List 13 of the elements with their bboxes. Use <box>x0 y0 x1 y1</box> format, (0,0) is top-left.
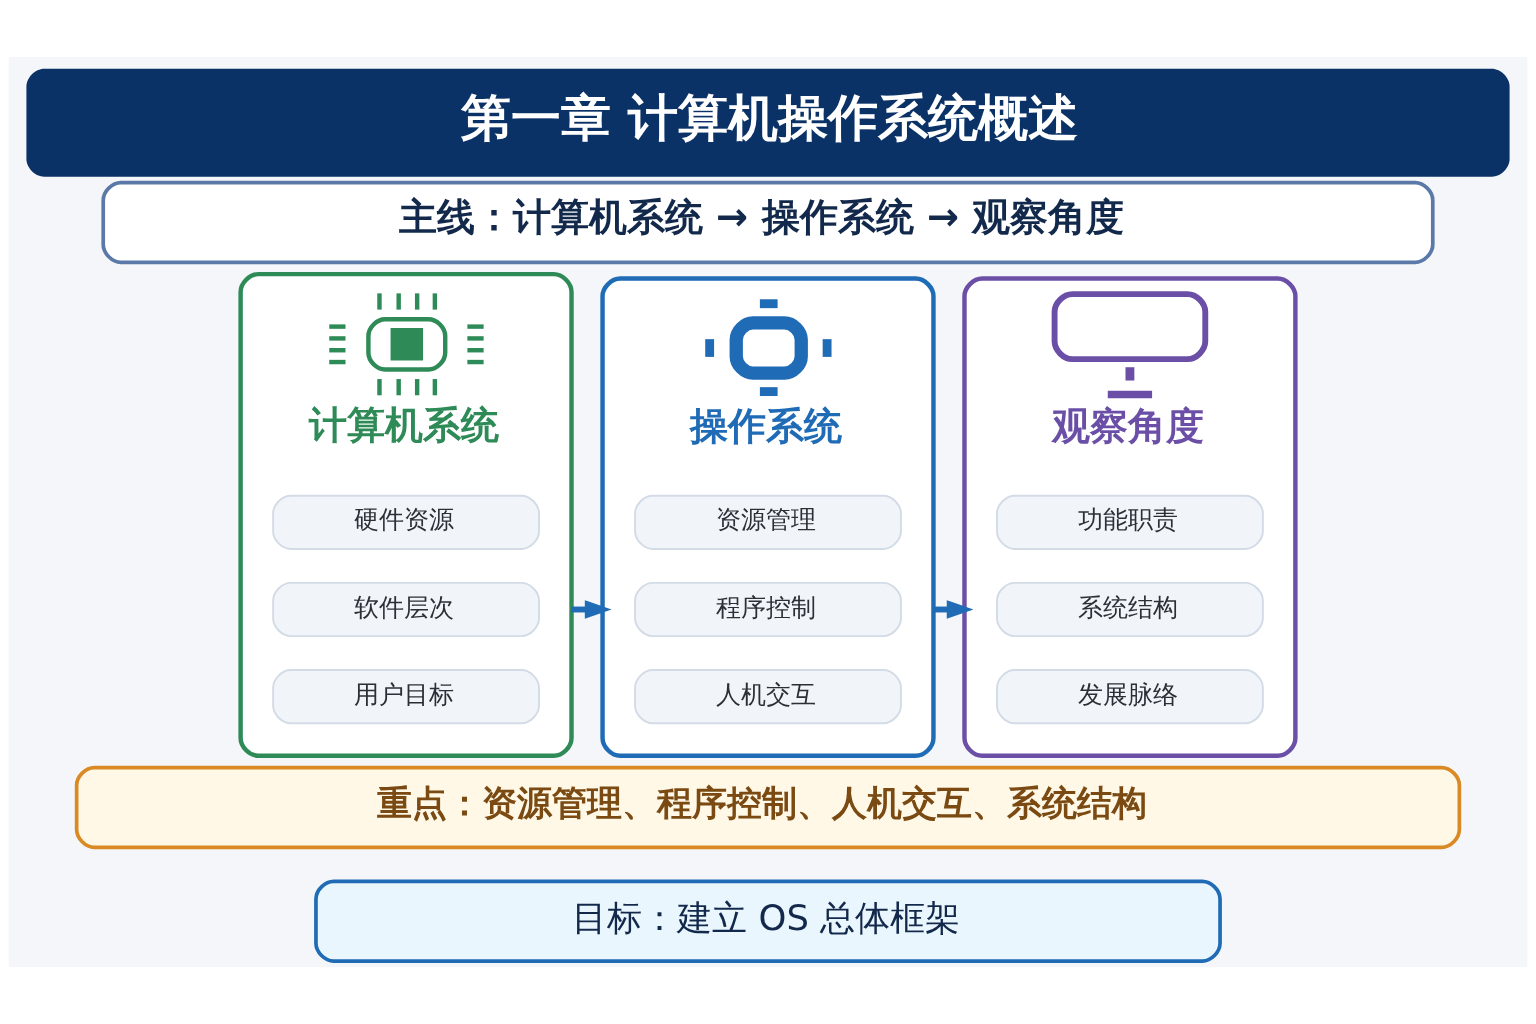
node-box: 用户目标 <box>272 669 540 725</box>
node-box: 软件层次 <box>272 581 540 638</box>
node-box: 重点：资源管理、程序控制、人机交互、系统结构 <box>74 765 1462 850</box>
node-box: 功能职责 <box>996 494 1264 550</box>
node-box: 资源管理 <box>634 494 902 550</box>
node-box: 系统结构 <box>996 581 1264 638</box>
node-box: 程序控制 <box>634 581 902 638</box>
node-box: 硬件资源 <box>272 494 540 550</box>
node-box: 目标：建立 OS 总体框架 <box>314 879 1222 963</box>
diagram-title: 第一章 计算机操作系统概述 <box>460 87 1079 147</box>
node-box: 主线：计算机系统 → 操作系统 → 观察角度 <box>101 180 1435 265</box>
node-box: 发展脉络 <box>996 669 1264 725</box>
node-box: 人机交互 <box>634 669 902 725</box>
